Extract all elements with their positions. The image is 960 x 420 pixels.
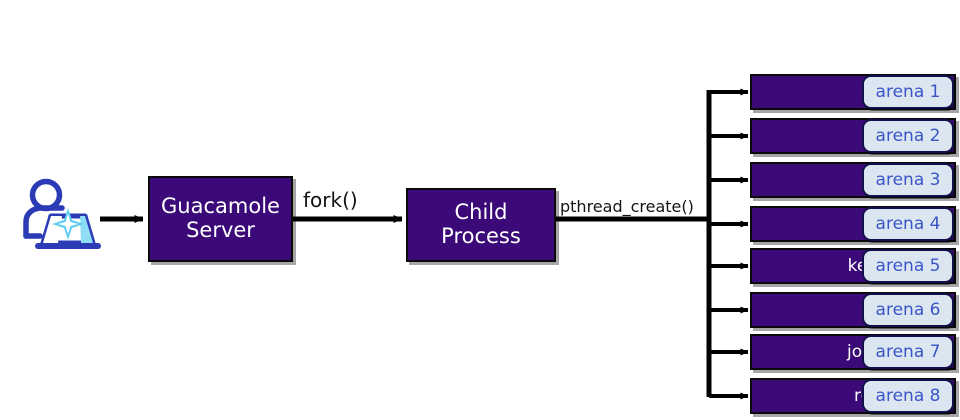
node-guacamole-server-label: Guacamole Server [161,195,280,242]
node-child-process-line1: Child [454,200,508,225]
node-child-process[interactable]: Child Process [406,188,556,262]
arena-badge[interactable]: arena 6 [862,293,954,327]
user-at-laptop-icon [23,178,101,249]
node-guacamole-server-line2: Server [186,218,255,242]
edge-label-pthread-create: pthread_create() [560,197,694,216]
arena-label: arena 5 [875,256,941,276]
arena-label: arena 1 [875,82,941,102]
arena-label: arena 8 [875,386,941,406]
edge-label-fork: fork() [303,188,358,212]
node-guacamole-server[interactable]: Guacamole Server [148,176,293,262]
arena-label: arena 7 [875,342,941,362]
arena-label: arena 6 [875,300,941,320]
node-child-process-label: Child Process [441,201,521,248]
arena-label: arena 3 [875,170,941,190]
edge-child-to-threads [556,88,749,400]
arena-badge[interactable]: arena 5 [862,249,954,283]
arena-badge[interactable]: arena 3 [862,163,954,197]
arena-badge[interactable]: arena 8 [862,379,954,413]
arena-badge[interactable]: arena 4 [862,207,954,241]
node-child-process-line2: Process [441,224,521,248]
arena-label: arena 2 [875,126,941,146]
arena-label: arena 4 [875,214,941,234]
arena-badge[interactable]: arena 2 [862,119,954,153]
arena-badge[interactable]: arena 1 [862,75,954,109]
node-guacamole-server-line1: Guacamole [161,194,280,219]
arena-badge[interactable]: arena 7 [862,335,954,369]
